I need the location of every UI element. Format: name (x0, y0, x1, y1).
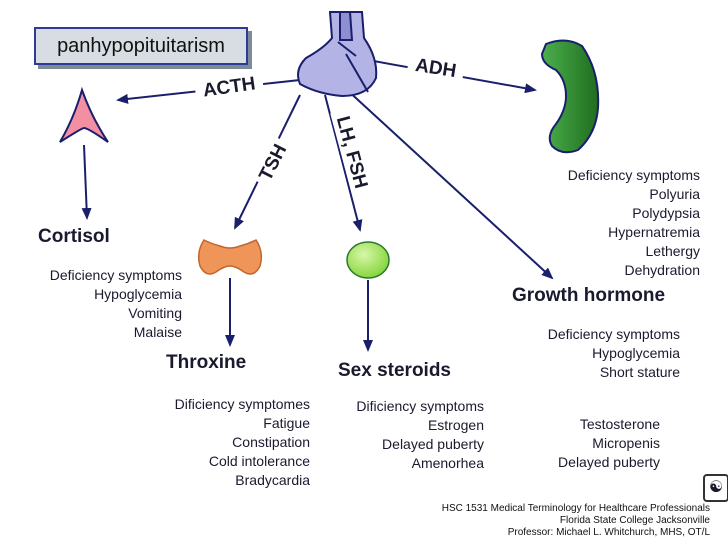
footer-credits: HSC 1531 Medical Terminology for Healthc… (420, 503, 710, 539)
list-item: Cold intolerance (208, 453, 310, 469)
list-item: Delayed puberty (558, 454, 660, 470)
testosterone-list: Testosterone Micropenis Delayed puberty (520, 415, 660, 472)
list-item: Micropenis (592, 435, 660, 451)
thyroxine-heading: Throxine (166, 352, 247, 373)
list-item: Hypernatremia (608, 224, 700, 240)
list-item: Dificiency symptomes (174, 396, 310, 412)
list-item: Polyuria (649, 186, 700, 202)
list-item: Hypoglycemia (592, 345, 680, 361)
list-item: Lethergy (645, 243, 700, 259)
kidney-icon (540, 39, 600, 154)
list-item: Fatigue (263, 415, 310, 431)
sex-steroids-list: Dificiency symptoms Estrogen Delayed pub… (324, 397, 484, 473)
title-box: panhypopituitarism (34, 27, 248, 65)
list-item: Testosterone (579, 416, 660, 432)
list-item: Delayed puberty (382, 436, 484, 452)
cortisol-list: Deficiency symptoms Hypoglycemia Vomitin… (22, 266, 182, 342)
arrow-gh (344, 87, 554, 280)
pituitary-gland-icon (297, 11, 378, 98)
list-item: Estrogen (427, 417, 484, 433)
list-item: Dehydration (624, 262, 701, 278)
list-item: Constipation (232, 434, 310, 450)
list-item: Amenorhea (411, 455, 484, 471)
footer-line: Professor: Michael L. Whitchurch, MHS, O… (507, 527, 710, 538)
adrenal-gland-icon (59, 86, 109, 143)
growth-hormone-list: Deficiency symptoms Hypoglycemia Short s… (510, 325, 680, 382)
slide-logo-icon: ☯ (703, 474, 728, 502)
list-item: Bradycardia (235, 472, 310, 488)
gonad-icon (346, 241, 390, 279)
footer-line: HSC 1531 Medical Terminology for Healthc… (441, 503, 710, 514)
footer-line: Florida State College Jacksonville (559, 515, 710, 526)
list-item: Polydypsia (632, 205, 700, 221)
list-item: Dificiency symptoms (356, 398, 484, 414)
arrow-lh-fsh (324, 94, 363, 232)
adh-deficiency-list: Deficiency symptoms Polyuria Polydypsia … (520, 166, 700, 280)
thyroid-gland-icon (197, 239, 263, 275)
growth-hormone-heading: Growth hormone (512, 285, 666, 306)
cortisol-heading: Cortisol (38, 226, 110, 247)
sex-steroids-heading: Sex steroids (338, 360, 451, 381)
list-item: Vomiting (128, 305, 182, 321)
list-item: Deficiency symptoms (547, 326, 680, 342)
list-item: Hypoglycemia (94, 286, 182, 302)
arrow-adrenal-cortisol (81, 144, 92, 220)
list-item: Short stature (599, 364, 680, 380)
list-item: Deficiency symptoms (49, 267, 182, 283)
list-item: Malaise (133, 324, 182, 340)
thyroxine-list: Dificiency symptomes Fatigue Constipatio… (140, 395, 310, 490)
list-item: Deficiency symptoms (567, 167, 700, 183)
